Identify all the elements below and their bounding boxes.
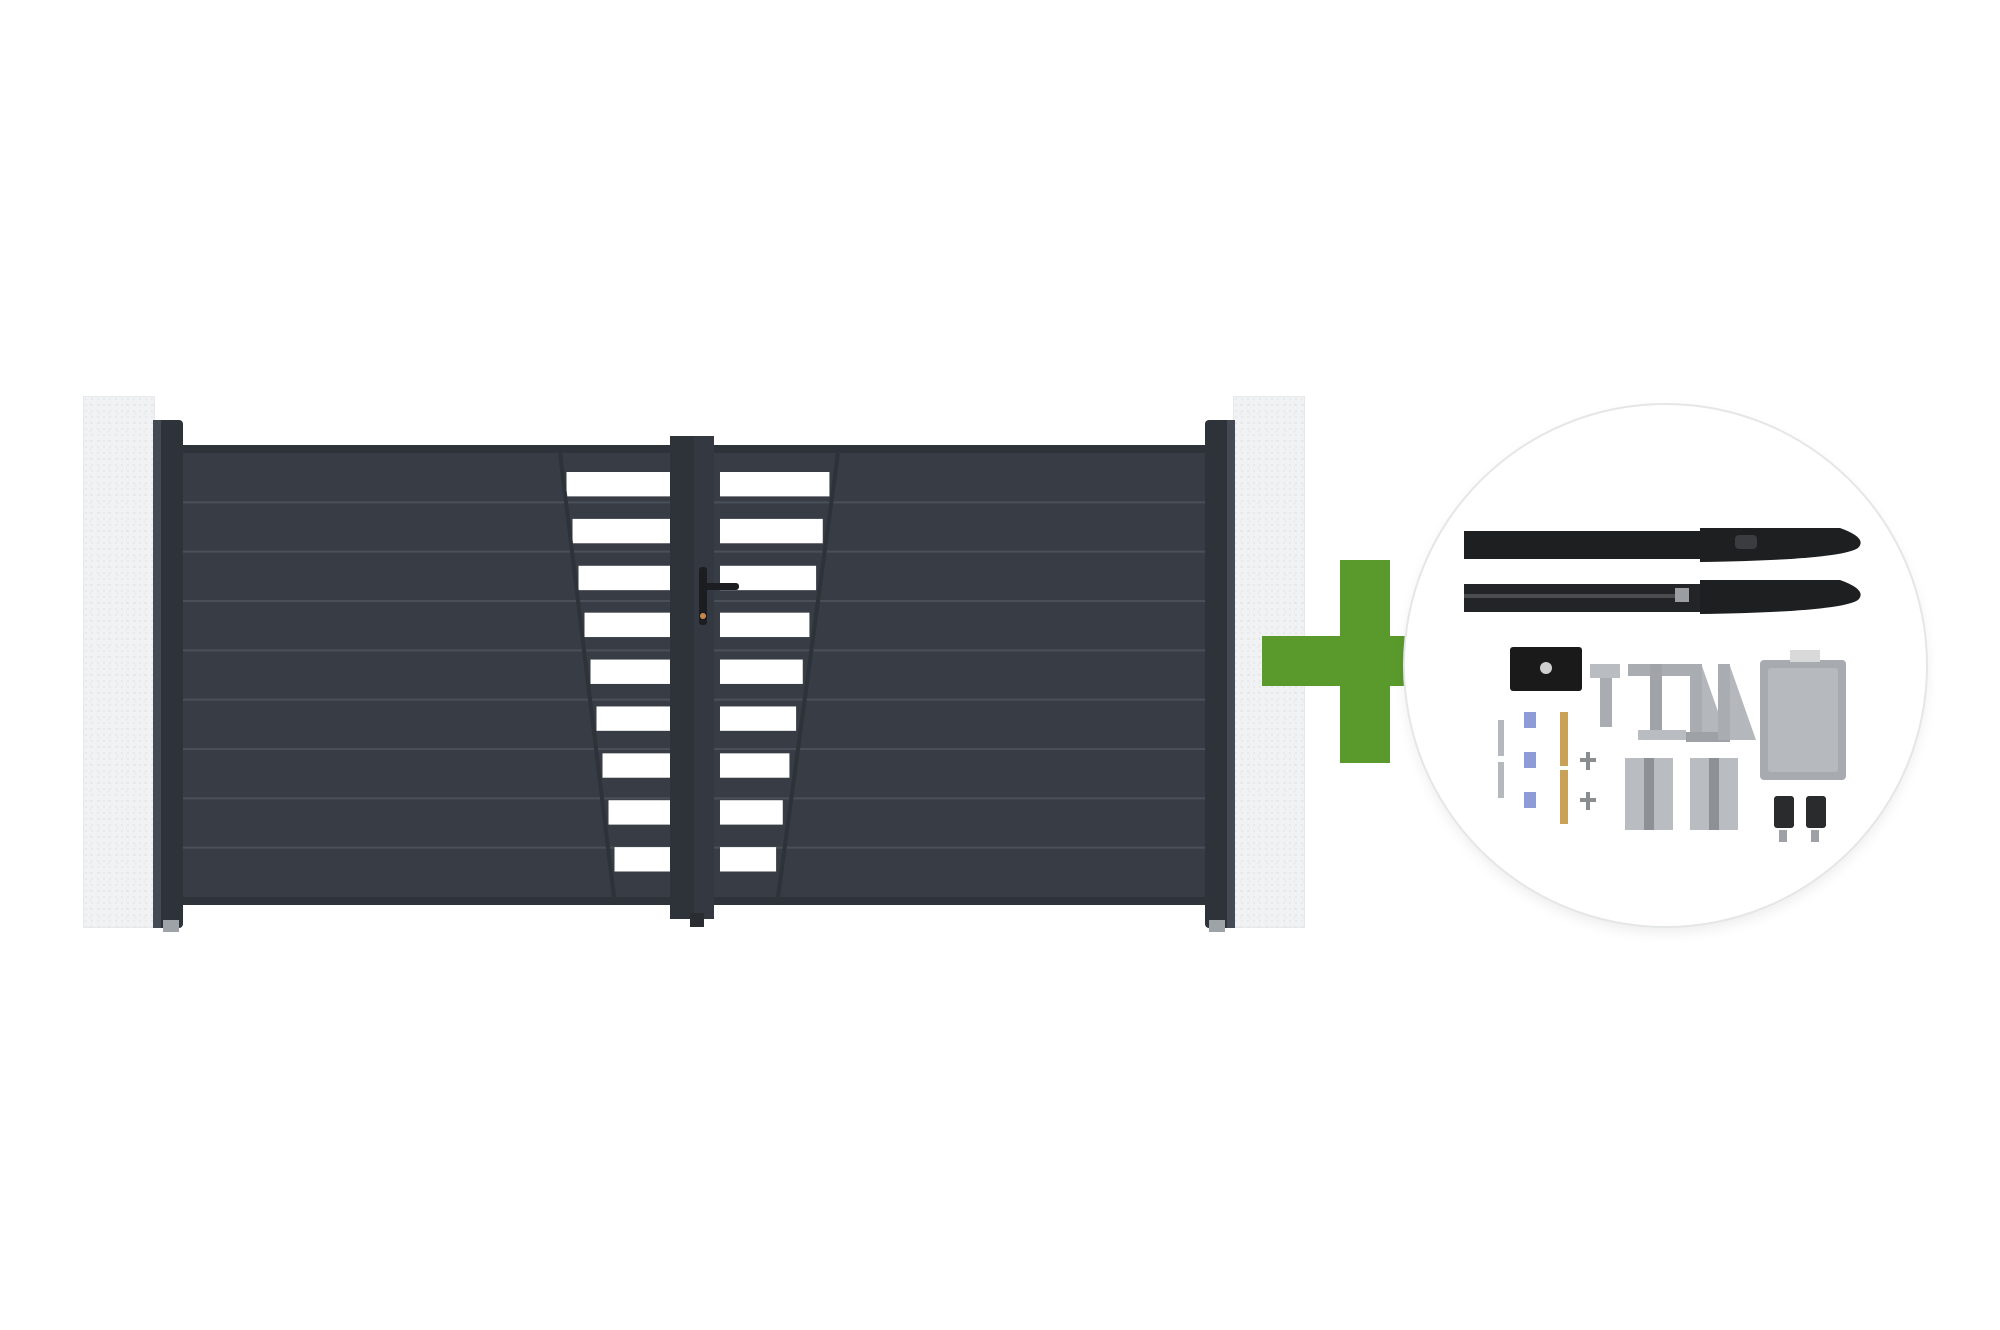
left-leaf-slats	[183, 501, 672, 849]
central-stiles	[670, 436, 714, 927]
mounting-bracket-icon	[1628, 664, 1692, 740]
left-leaf-openings	[558, 452, 672, 898]
gate-opening	[596, 706, 672, 731]
gate-opening	[602, 753, 672, 778]
gate-opening	[720, 518, 823, 544]
gate-opening	[720, 706, 797, 731]
gate-opening	[720, 472, 830, 497]
gate-opening	[720, 800, 783, 825]
opening-border	[776, 452, 840, 898]
hinge-plate-icon	[1690, 758, 1738, 830]
mounting-bracket-icon	[1718, 664, 1756, 740]
linear-actuator-icon	[1464, 580, 1861, 614]
mounting-bracket-icon	[1590, 664, 1620, 727]
bolt-and-anchor-icon	[1498, 712, 1596, 824]
gate-opening	[720, 612, 810, 638]
left-hinge-post	[153, 420, 183, 932]
rubber-stop-block-icon	[1510, 647, 1582, 691]
gate-opening	[720, 659, 803, 684]
gate-opening	[578, 565, 672, 591]
control-box-icon	[1760, 650, 1846, 780]
left-gate-leaf	[183, 445, 672, 905]
gate-opening	[590, 659, 672, 684]
gate-opening	[720, 753, 790, 778]
gate-opening	[608, 800, 672, 825]
hinge-plate-icon	[1625, 758, 1673, 830]
gate-opening	[566, 472, 672, 497]
right-gate-leaf	[708, 445, 1205, 905]
gate-opening	[572, 518, 672, 544]
opening-border	[558, 452, 616, 898]
gate-opening	[720, 847, 777, 872]
left-pillar	[83, 396, 155, 928]
right-leaf-openings	[720, 452, 840, 898]
right-hinge-post	[1205, 420, 1235, 932]
remote-control-icon	[1806, 796, 1826, 842]
gate-opening	[614, 847, 672, 872]
gate-opening	[584, 612, 672, 638]
handle-lock-icon[interactable]	[699, 567, 739, 625]
remote-control-icon	[1774, 796, 1794, 842]
plus-icon-vertical-bar	[1340, 560, 1390, 763]
linear-actuator-icon	[1464, 528, 1861, 562]
